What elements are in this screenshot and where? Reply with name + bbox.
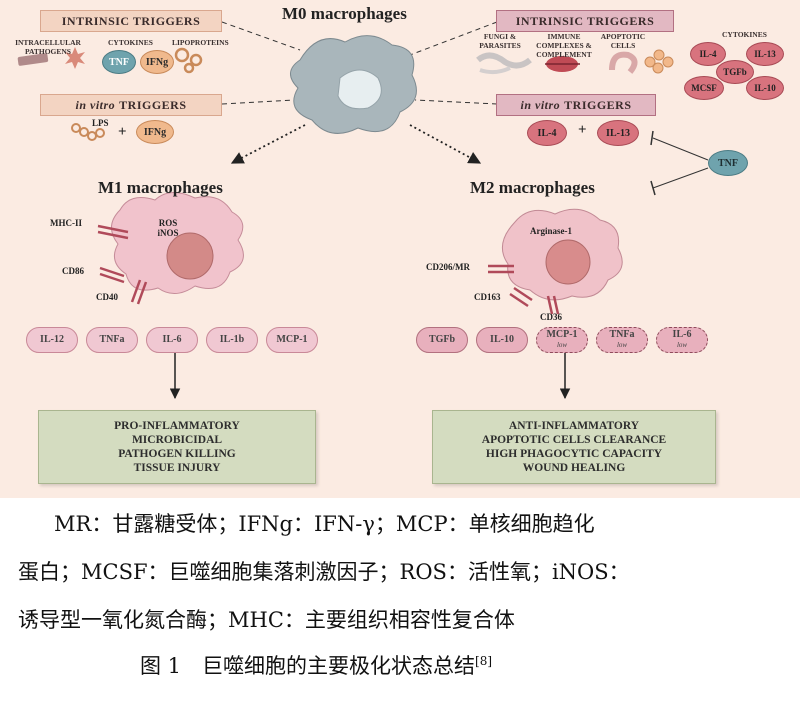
m1-outcome-line: PRO-INFLAMMATORY <box>114 420 240 432</box>
m0-title: M0 macrophages <box>282 4 407 23</box>
m2-cytokine-name: IL-10 <box>490 334 514 345</box>
m1-title: M1 macrophages <box>98 178 223 197</box>
m2-outcome-line: WOUND HEALING <box>522 462 626 474</box>
il4-circle-invitro: IL-4 <box>527 120 567 146</box>
right-invitro-triggers-box: in vitro TRIGGERS <box>496 94 656 116</box>
m1-cytokine-name: TNFa <box>99 334 125 345</box>
m1-cytokine-name: IL-1b <box>219 334 245 345</box>
ifng-circle-left: IFNg <box>140 50 174 74</box>
cd36-label: CD36 <box>540 312 562 322</box>
cd86-label: CD86 <box>62 266 84 276</box>
m1-cytokine-il12: IL-12 <box>26 327 78 353</box>
left-invitro-triggers-box: in vitro TRIGGERS <box>40 94 222 116</box>
macrophage-polarization-diagram: M0 macrophages INTRINSIC TRIGGERS INTRAC… <box>0 0 800 498</box>
m2-outcome-line: APOPTOTIC CELLS CLEARANCE <box>481 434 667 446</box>
m1-cytokine-row: IL-12 TNFa IL-6 IL-1b MCP-1 <box>26 327 326 353</box>
m1-cytokine-name: MCP-1 <box>276 334 308 345</box>
lps-label: LPS <box>92 118 109 128</box>
m2-outcome-line: HIGH PHAGOCYTIC CAPACITY <box>485 448 663 460</box>
caption-line-1: MR：甘露糖受体；IFNg：IFN-γ；MCP：单核细胞趋化 <box>54 512 595 536</box>
m2-cytokine-il10: IL-10 <box>476 327 528 353</box>
m1-cytokine-il6: IL-6 <box>146 327 198 353</box>
m2-outcome-line: ANTI-INFLAMMATORY <box>508 420 640 432</box>
m1-cytokine-tnfa: TNFa <box>86 327 138 353</box>
tgfb-circle-intrinsic: TGFb <box>716 60 754 84</box>
m2-cytokine-name: TGFb <box>428 334 456 345</box>
m1-outcome-box: PRO-INFLAMMATORY MICROBICIDAL PATHOGEN K… <box>38 410 316 484</box>
right-invitro-italic: in vitro <box>520 97 561 112</box>
cd40-label: CD40 <box>96 292 118 302</box>
m1-inner-label: ROS iNOS <box>157 218 179 238</box>
lipoproteins-label: LIPOPROTEINS <box>172 38 229 47</box>
il13-circle-invitro: IL-13 <box>597 120 639 146</box>
intracellular-pathogens-label: INTRACELLULAR PATHOGENS <box>15 38 81 56</box>
tnf-inhibitor-circle: TNF <box>708 150 748 176</box>
left-invitro-title: TRIGGERS <box>119 97 187 112</box>
left-intrinsic-title: INTRINSIC TRIGGERS <box>61 13 201 28</box>
il10-circle-intrinsic: IL-10 <box>746 76 784 100</box>
tnf-circle-left: TNF <box>102 50 136 74</box>
right-intrinsic-title: INTRINSIC TRIGGERS <box>515 13 655 28</box>
left-invitro-italic: in vitro <box>75 97 116 112</box>
caption-line-2: 蛋白；MCSF：巨噬细胞集落刺激因子；ROS：活性氧；iNOS： <box>18 560 630 584</box>
m2-cytokine-name: TNFa <box>609 329 635 340</box>
m1-outcome-line: MICROBICIDAL <box>131 434 223 446</box>
m2-cytokine-name: MCP-1 <box>546 329 578 340</box>
left-intrinsic-triggers-box: INTRINSIC TRIGGERS <box>40 10 222 32</box>
diagram-graphics <box>17 21 709 400</box>
low-label: low <box>556 341 568 349</box>
plus-left: + <box>118 124 127 140</box>
m1-cytokine-il1b: IL-1b <box>206 327 258 353</box>
il13-circle-intrinsic: IL-13 <box>746 42 784 66</box>
m2-outcome-box: ANTI-INFLAMMATORY APOPTOTIC CELLS CLEARA… <box>432 410 716 484</box>
ifng-circle-invitro: IFNg <box>136 120 174 144</box>
caption-line-3: 诱导型一氧化氮合酶；MHC：主要组织相容性复合体 <box>18 608 515 632</box>
figure-label-text: 图 1 巨噬细胞的主要极化状态总结 <box>140 654 476 678</box>
mhc-ii-label: MHC-II <box>50 218 82 228</box>
figure-label: 图 1 巨噬细胞的主要极化状态总结[8] <box>140 650 492 680</box>
figure-caption: MR：甘露糖受体；IFNg：IFN-γ；MCP：单核细胞趋化 蛋白；MCSF：巨… <box>0 498 800 703</box>
m2-title: M2 macrophages <box>470 178 595 197</box>
figure-reference: [8] <box>475 654 493 668</box>
low-label: low <box>676 341 688 349</box>
m2-cytokine-name: IL-6 <box>672 329 692 340</box>
fungi-parasites-label: FUNGI & PARASITES <box>479 32 521 50</box>
cytokines-label-right: CYTOKINES <box>722 30 767 39</box>
m1-outcome-line: PATHOGEN KILLING <box>118 448 236 460</box>
il4-circle-intrinsic: IL-4 <box>690 42 726 66</box>
right-invitro-title: TRIGGERS <box>564 97 632 112</box>
m2-inner-label: Arginase-1 <box>530 226 572 236</box>
right-intrinsic-triggers-box: INTRINSIC TRIGGERS <box>496 10 674 32</box>
m1-cytokine-name: IL-12 <box>40 334 64 345</box>
mcsf-circle-intrinsic: MCSF <box>684 76 724 100</box>
cd206-mr-label: CD206/MR <box>426 262 470 272</box>
immune-complexes-label: IMMUNE COMPLEXES & COMPLEMENT <box>536 32 592 59</box>
cytokines-label-left: CYTOKINES <box>108 38 153 47</box>
low-label: low <box>616 341 628 349</box>
cd163-label: CD163 <box>474 292 501 302</box>
m2-cytokine-tgfb: TGFb <box>416 327 468 353</box>
m1-cytokine-mcp1: MCP-1 <box>266 327 318 353</box>
m1-cytokine-name: IL-6 <box>162 334 182 345</box>
m1-outcome-line: TISSUE INJURY <box>133 462 221 474</box>
plus-right: + <box>578 122 587 138</box>
apoptotic-cells-label: APOPTOTIC CELLS <box>600 32 646 50</box>
